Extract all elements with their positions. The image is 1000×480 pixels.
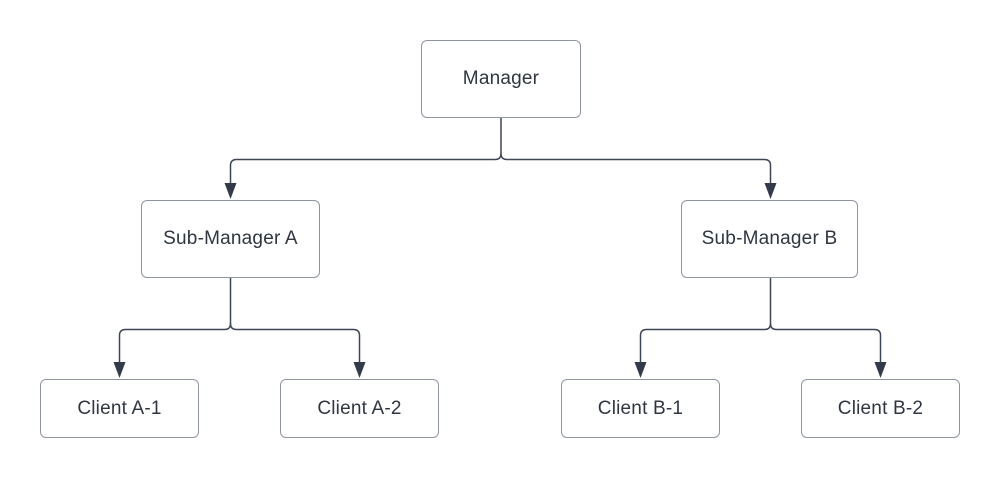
node-client-a2-label: Client A-2 — [317, 397, 402, 419]
arrowhead-sub-a-icon — [224, 183, 237, 199]
node-manager-label: Manager — [462, 68, 540, 89]
edge-sub-b-to-client-b1 — [639, 278, 772, 363]
node-client-a2[interactable]: Client A-2 — [280, 379, 439, 438]
node-sub-manager-a-label: Sub-Manager A — [163, 228, 298, 249]
node-client-b1-label: Client B-1 — [597, 397, 684, 419]
node-client-b2-label: Client B-2 — [837, 397, 924, 419]
node-sub-manager-a[interactable]: Sub-Manager A — [141, 200, 320, 278]
node-manager[interactable]: Manager — [421, 40, 581, 118]
arrowhead-client-b2-icon — [874, 362, 887, 378]
node-client-b2[interactable]: Client B-2 — [801, 379, 960, 438]
node-client-b1[interactable]: Client B-1 — [561, 379, 720, 438]
edge-manager-to-sub-a — [229, 118, 502, 184]
arrowhead-client-a2-icon — [353, 362, 366, 378]
edge-manager-to-sub-b — [500, 153, 772, 184]
arrowhead-sub-b-icon — [764, 183, 777, 199]
arrowhead-client-b1-icon — [634, 362, 647, 378]
node-client-a1[interactable]: Client A-1 — [40, 379, 199, 438]
node-client-a1-label: Client A-1 — [77, 397, 162, 419]
edge-sub-a-to-client-a1 — [118, 278, 232, 363]
node-sub-manager-b-label: Sub-Manager B — [701, 228, 838, 249]
edge-sub-b-to-client-b2 — [769, 323, 882, 363]
arrowhead-client-a1-icon — [113, 362, 126, 378]
edge-sub-a-to-client-a2 — [229, 323, 361, 363]
node-sub-manager-b[interactable]: Sub-Manager B — [681, 200, 858, 278]
